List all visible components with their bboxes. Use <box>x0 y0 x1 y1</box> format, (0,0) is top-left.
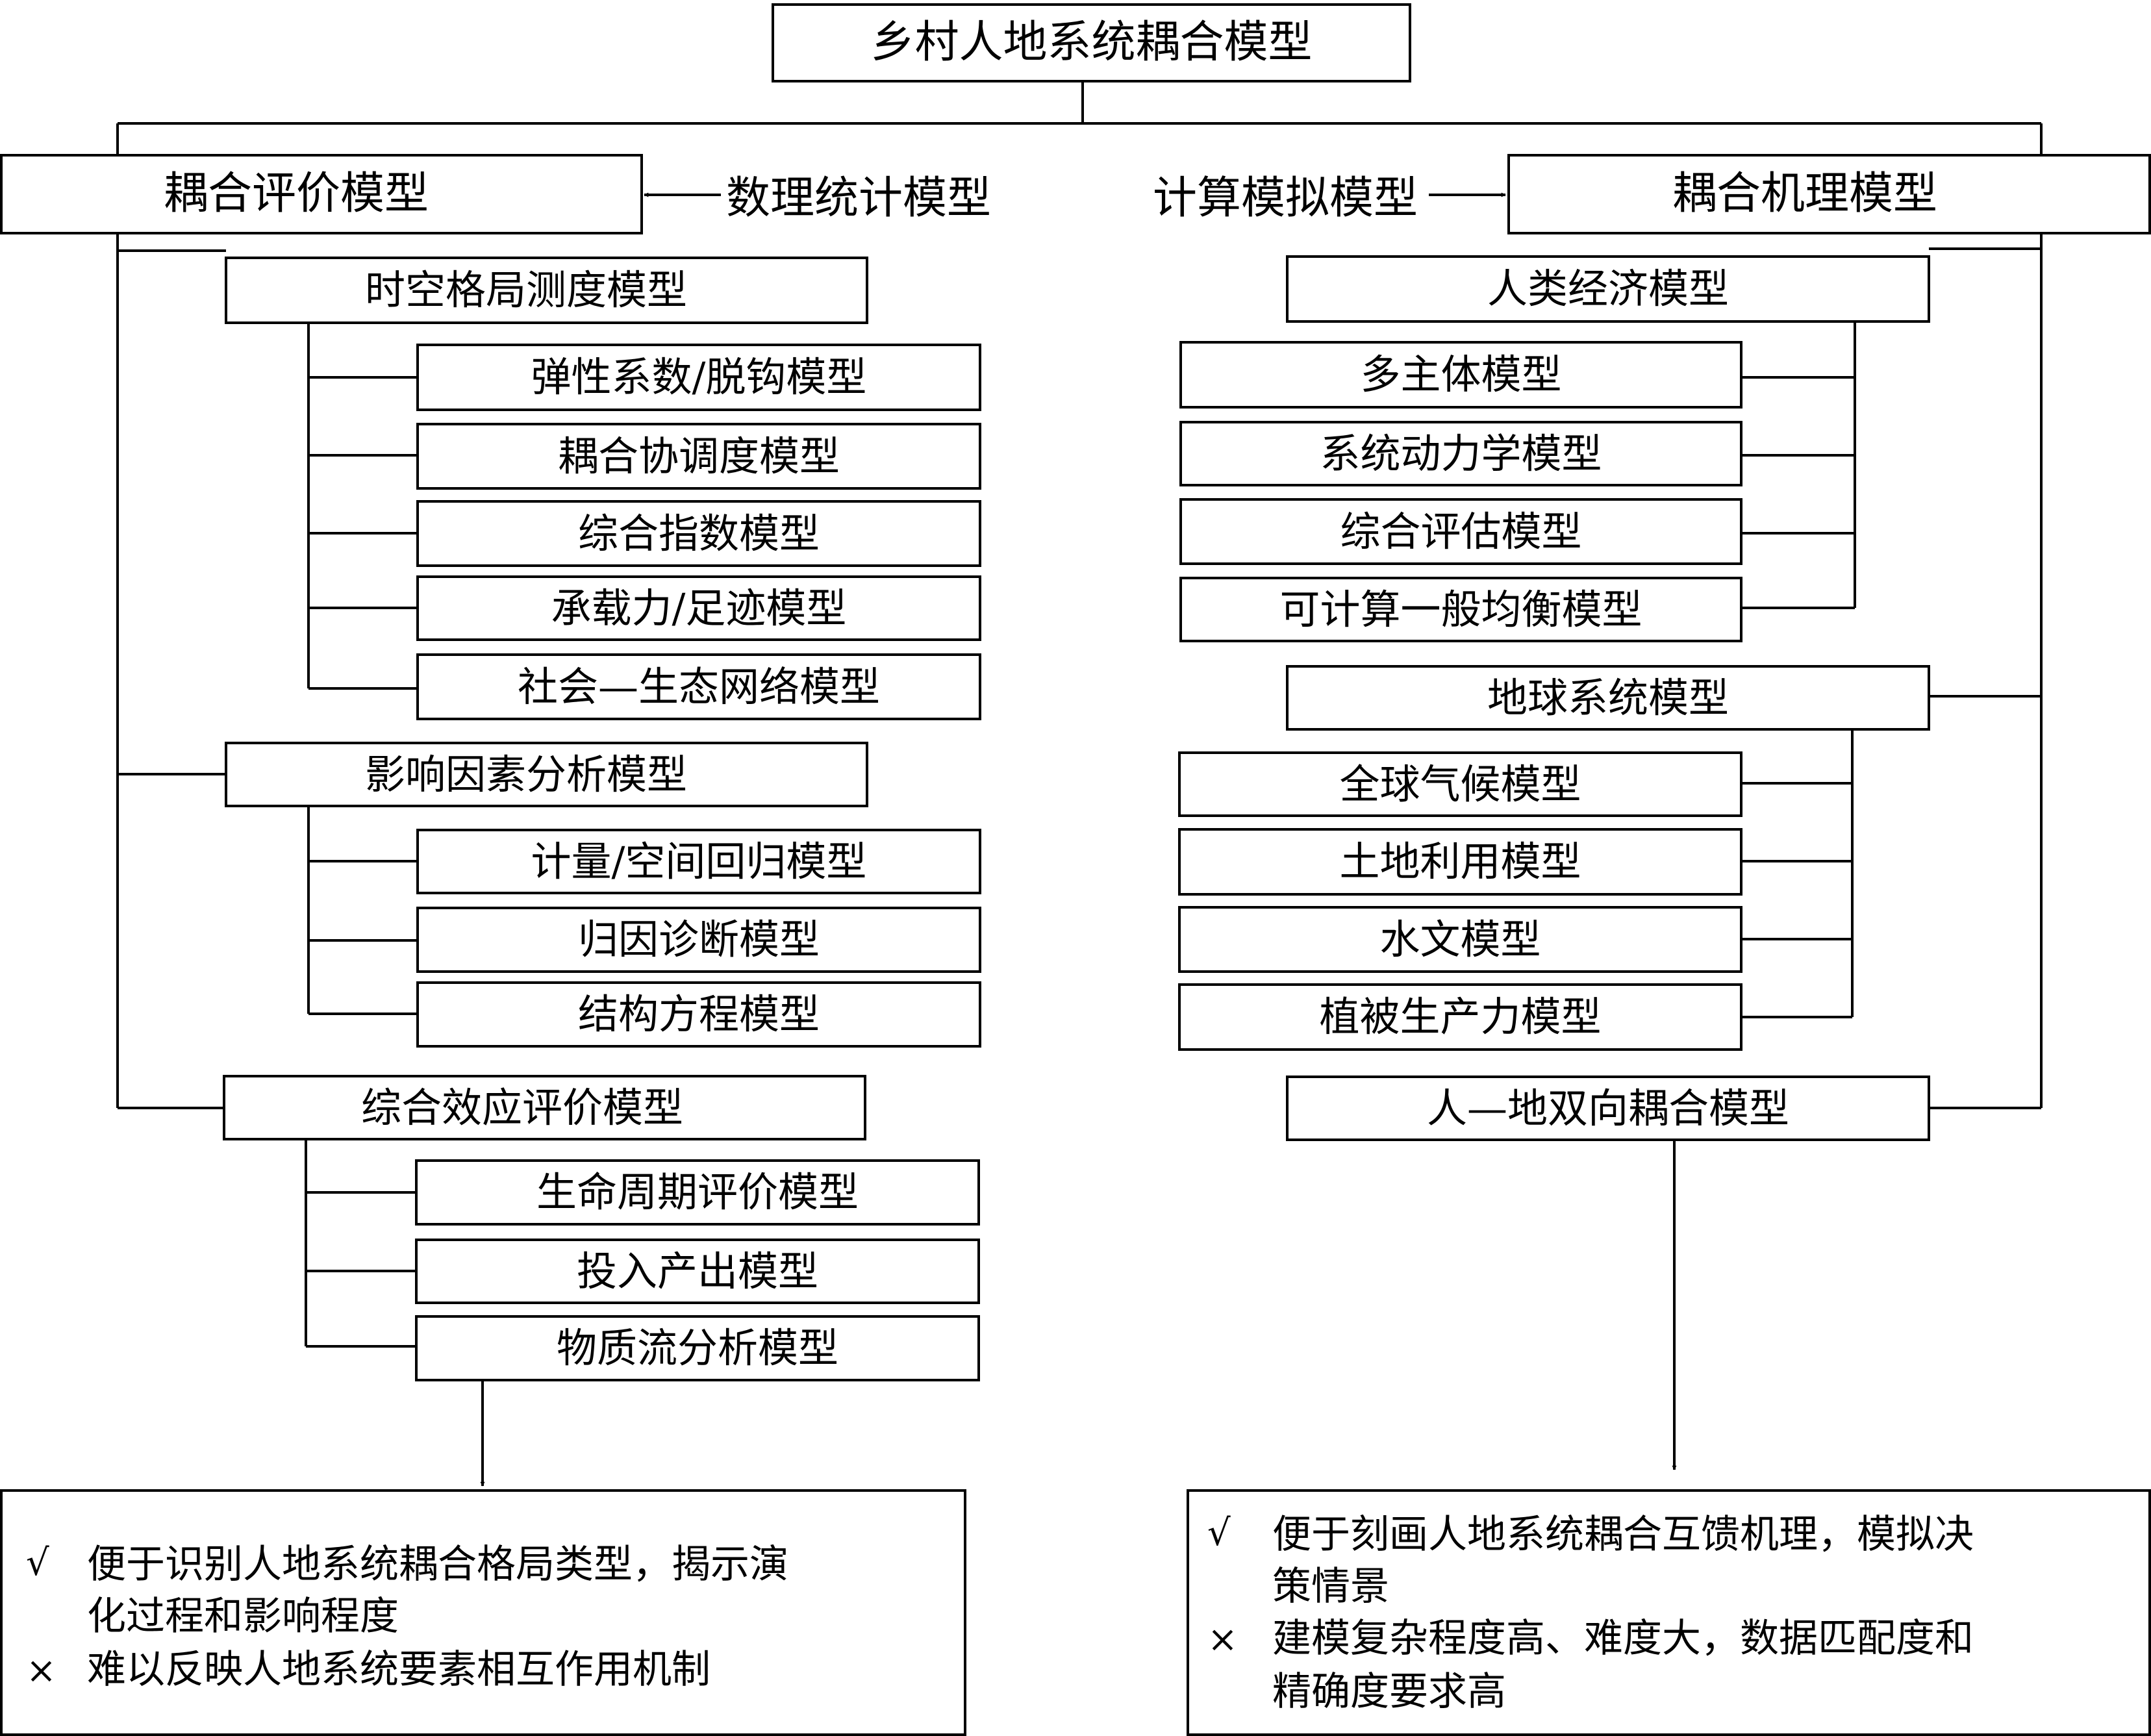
left-g2-item-1: 计量/空间回归模型 <box>416 829 981 894</box>
right-g1-item-1: 多主体模型 <box>1179 341 1742 409</box>
root-node: 乡村人地系统耦合模型 <box>772 3 1411 82</box>
con-text-line-1: 建模复杂程度高、难度大，数据匹配度和 <box>1272 1616 1974 1661</box>
con-mark: × <box>26 1650 57 1692</box>
left-g1-item-5: 社会—生态网络模型 <box>416 653 981 720</box>
human-economy-node: 人类经济模型 <box>1286 255 1930 323</box>
left-g2-item-2: 归因诊断模型 <box>416 907 981 973</box>
right-g1-item-3: 综合评估模型 <box>1179 498 1742 565</box>
left-g1-item-4: 承载力/足迹模型 <box>416 575 981 641</box>
con-text-line-2: 精确度要求高 <box>1272 1669 1506 1715</box>
right-g1-item-2: 系统动力学模型 <box>1179 421 1742 486</box>
right-g1-item-4: 可计算一般均衡模型 <box>1179 577 1742 642</box>
right-g2-item-4: 植被生产力模型 <box>1178 983 1742 1051</box>
comprehensive-effect-node: 综合效应评价模型 <box>223 1075 866 1140</box>
coupling-evaluation-node: 耦合评价模型 <box>0 154 643 234</box>
left-g2-item-3: 结构方程模型 <box>416 981 981 1048</box>
spatiotemporal-pattern-node: 时空格局测度模型 <box>225 257 868 324</box>
pro-mark: √ <box>26 1542 49 1584</box>
human-earth-coupling-node: 人—地双向耦合模型 <box>1286 1076 1930 1141</box>
pro-text-line-1: 便于识别人地系统耦合格局类型，揭示演 <box>87 1542 788 1587</box>
pro-text-line-2: 化过程和影响程度 <box>87 1594 399 1639</box>
coupling-mechanism-node: 耦合机理模型 <box>1507 154 2151 234</box>
right-g2-item-2: 土地利用模型 <box>1178 828 1742 896</box>
right-g2-item-1: 全球气候模型 <box>1178 751 1742 817</box>
earth-system-node: 地球系统模型 <box>1286 665 1930 731</box>
left-g1-item-3: 综合指数模型 <box>416 500 981 567</box>
right-g2-item-3: 水文模型 <box>1178 906 1742 973</box>
left-evaluation-notes: √ 便于识别人地系统耦合格局类型，揭示演 化过程和影响程度 × 难以反映人地系统… <box>0 1489 966 1736</box>
left-g3-item-3: 物质流分析模型 <box>415 1315 980 1381</box>
left-g1-item-2: 耦合协调度模型 <box>416 423 981 490</box>
left-g1-item-1: 弹性系数/脱钩模型 <box>416 344 981 411</box>
con-text-line-1: 难以反映人地系统要素相互作用机制 <box>87 1647 711 1692</box>
con-mark: × <box>1207 1618 1238 1661</box>
left-g3-item-1: 生命周期评价模型 <box>415 1159 980 1226</box>
pro-mark: √ <box>1207 1512 1231 1554</box>
right-method-label: 计算模拟模型 <box>1153 173 1418 224</box>
left-method-label: 数理统计模型 <box>726 173 992 224</box>
influencing-factor-node: 影响因素分析模型 <box>225 742 868 807</box>
pro-text-line-1: 便于刻画人地系统耦合互馈机理，模拟决 <box>1272 1512 1974 1557</box>
left-g3-item-2: 投入产出模型 <box>415 1239 980 1304</box>
right-mechanism-notes: √ 便于刻画人地系统耦合互馈机理，模拟决 策情景 × 建模复杂程度高、难度大，数… <box>1187 1489 2151 1736</box>
pro-text-line-2: 策情景 <box>1272 1564 1389 1609</box>
